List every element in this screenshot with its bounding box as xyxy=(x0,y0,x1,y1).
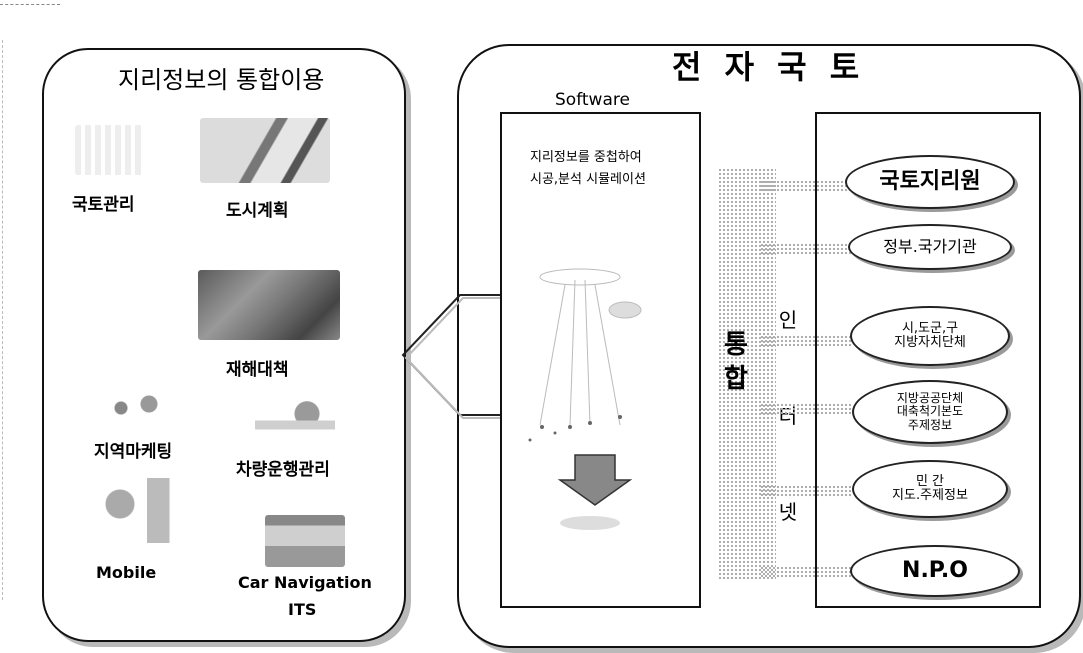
regional-marketing-image xyxy=(100,388,170,428)
node-government-agencies: 정부.국가기관 xyxy=(848,224,1012,270)
label-car-navigation: Car Navigation xyxy=(238,573,372,592)
node-2-line1: 정부.국가기관 xyxy=(883,237,977,257)
internet-label: 인 터 넷 xyxy=(778,308,798,524)
label-regional-marketing: 지역마케팅 xyxy=(94,442,173,462)
node-3-line2: 지방자치단체 xyxy=(894,335,966,350)
connector-5 xyxy=(760,485,852,497)
software-box xyxy=(500,112,701,608)
software-label: Software xyxy=(555,90,630,110)
callout-connector xyxy=(401,294,505,419)
city-planning-image xyxy=(200,118,330,183)
label-disaster-response: 재해대책 xyxy=(226,360,289,380)
vehicle-operation-image xyxy=(255,398,335,443)
connector-1 xyxy=(760,180,852,192)
disaster-response-image xyxy=(198,270,340,340)
connector-6 xyxy=(760,566,852,578)
node-3-line1: 시,도군,구 xyxy=(901,320,959,336)
node-npo: N.P.O xyxy=(850,545,1020,597)
land-management-image xyxy=(75,125,145,175)
software-description-2: 시공,분석 시뮬레이션 xyxy=(530,172,646,187)
node-national-geographic-institute: 국토지리원 xyxy=(845,155,1015,209)
integration-label: 통합 xyxy=(724,330,748,394)
connector-2 xyxy=(760,243,852,255)
node-1-line1: 국토지리원 xyxy=(879,168,981,194)
connector-4 xyxy=(760,403,852,415)
corner-mark-vertical xyxy=(2,40,3,600)
layered-map-illustration xyxy=(528,268,642,530)
node-5-line1: 민 간 xyxy=(915,473,945,489)
software-description-1: 지리정보를 중첩하여 xyxy=(530,150,642,165)
corner-mark xyxy=(0,4,60,5)
mobile-image xyxy=(93,478,183,543)
car-navigation-image xyxy=(265,515,345,567)
node-6-line1: N.P.O xyxy=(902,557,968,583)
label-its: ITS xyxy=(288,600,317,619)
label-mobile: Mobile xyxy=(96,563,157,582)
node-local-public-bodies: 지방공공단체 대축척기본도 주제정보 xyxy=(852,380,1008,444)
node-private-sector: 민 간 지도.주제정보 xyxy=(852,460,1008,518)
gis-usage-title: 지리정보의 통합이용 xyxy=(118,66,325,94)
node-4-line2: 대축척기본도 xyxy=(896,404,964,419)
integration-band xyxy=(718,168,776,580)
node-4-line3: 주제정보 xyxy=(907,417,953,432)
connector-3 xyxy=(760,335,852,347)
label-vehicle-operation: 차량운행관리 xyxy=(236,460,330,480)
label-city-planning: 도시계획 xyxy=(226,201,289,221)
node-4-line1: 지방공공단체 xyxy=(896,391,964,406)
e-national-land-title: 전 자 국 토 xyxy=(672,48,866,86)
node-5-line2: 지도.주제정보 xyxy=(892,488,968,503)
label-land-management: 국토관리 xyxy=(72,195,135,215)
node-local-governments: 시,도군,구 지방자치단체 xyxy=(850,306,1010,366)
